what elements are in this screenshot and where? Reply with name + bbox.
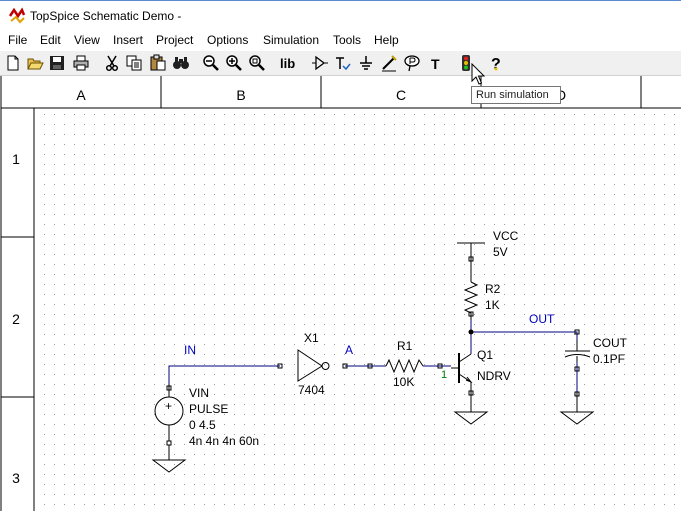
- pin-marker: [574, 366, 580, 372]
- place-component-icon[interactable]: [311, 54, 329, 72]
- frame-row-label: 3: [12, 470, 20, 486]
- pin-marker: [437, 363, 443, 369]
- menu-edit[interactable]: Edit: [40, 33, 61, 47]
- transistor-q1[interactable]: [451, 353, 473, 392]
- inverter-x1[interactable]: [297, 349, 330, 382]
- title-bar: TopSpice Schematic Demo -: [0, 0, 681, 30]
- zoom-fit-icon[interactable]: [248, 54, 266, 72]
- q1-pin-number: 1: [441, 369, 447, 381]
- net-label-a: A: [345, 343, 353, 357]
- mouse-cursor-icon: [471, 63, 486, 85]
- menu-insert[interactable]: Insert: [113, 33, 144, 47]
- drawing-frame: [0, 76, 681, 511]
- cout-name: COUT: [593, 336, 628, 350]
- save-icon[interactable]: [48, 54, 66, 72]
- r1-value: 10K: [393, 375, 414, 389]
- frame-column-label: D: [556, 87, 566, 103]
- svg-text:?: ?: [491, 56, 501, 72]
- menu-bar: File Edit View Insert Project Options Si…: [0, 30, 681, 51]
- paste-icon[interactable]: [149, 54, 167, 72]
- menu-file[interactable]: File: [8, 33, 28, 47]
- pin-marker: [468, 311, 474, 317]
- library-button[interactable]: lib: [280, 56, 296, 71]
- net-label-icon[interactable]: [334, 54, 352, 72]
- frame-row-label: 2: [12, 311, 20, 327]
- net-label-in: IN: [184, 343, 196, 357]
- frame-row-label: 1: [12, 151, 20, 167]
- r1-name: R1: [397, 339, 413, 353]
- print-icon[interactable]: [72, 54, 90, 72]
- zoom-in-icon[interactable]: [225, 54, 243, 72]
- vcc-name: VCC: [493, 229, 519, 243]
- frame-column-label: A: [76, 87, 86, 103]
- open-folder-icon[interactable]: [26, 54, 44, 72]
- vin-plus-sign: +: [165, 399, 172, 413]
- menu-tools[interactable]: Tools: [333, 33, 362, 47]
- q1-name: Q1: [477, 348, 493, 362]
- ground-icon[interactable]: [357, 54, 375, 72]
- menu-view[interactable]: View: [74, 33, 100, 47]
- vin-name: VIN: [189, 386, 209, 400]
- frame-column-label: B: [236, 87, 245, 103]
- tooltip: Run simulation: [471, 86, 561, 104]
- pin-marker: [574, 329, 580, 335]
- ground-symbol[interactable]: [559, 392, 595, 425]
- net-label-out: OUT: [529, 312, 555, 326]
- vcc-value: 5V: [493, 245, 508, 259]
- toolbar: lib T ?: [0, 51, 681, 76]
- copy-icon[interactable]: [125, 54, 143, 72]
- r2-value: 1K: [485, 298, 500, 312]
- pin-marker: [367, 363, 373, 369]
- frame-column-label: C: [396, 87, 406, 103]
- pin-marker: [574, 391, 580, 397]
- pin-marker: [468, 256, 474, 262]
- window-title: TopSpice Schematic Demo -: [30, 9, 182, 23]
- x1-part: 7404: [298, 383, 325, 397]
- menu-help[interactable]: Help: [374, 33, 399, 47]
- app-icon: [8, 7, 26, 24]
- cut-icon[interactable]: [103, 54, 121, 72]
- r2-name: R2: [485, 282, 501, 296]
- ground-symbol[interactable]: [151, 445, 187, 473]
- pin-marker: [277, 363, 283, 369]
- q1-model: NDRV: [477, 369, 511, 383]
- help-icon[interactable]: ?: [487, 54, 505, 72]
- menu-project[interactable]: Project: [156, 33, 194, 47]
- menu-options[interactable]: Options: [207, 33, 249, 47]
- pin-marker: [166, 385, 172, 391]
- draw-wire-icon[interactable]: [380, 54, 398, 72]
- cout-value: 0.1PF: [593, 352, 625, 366]
- new-file-icon[interactable]: [4, 54, 22, 72]
- wires[interactable]: [168, 320, 578, 392]
- probe-icon[interactable]: [403, 54, 421, 72]
- pin-marker: [342, 363, 348, 369]
- menu-simulation[interactable]: Simulation: [263, 33, 320, 47]
- ground-symbol[interactable]: [453, 392, 489, 425]
- resistor-r1[interactable]: [385, 358, 424, 374]
- zoom-out-icon[interactable]: [202, 54, 220, 72]
- junction-dot: [468, 329, 474, 335]
- vin-params-2: 4n 4n 4n 60n: [189, 434, 259, 448]
- vin-type: PULSE: [189, 402, 228, 416]
- capacitor-cout[interactable]: [564, 340, 591, 362]
- find-icon[interactable]: [172, 54, 190, 72]
- run-simulation-icon[interactable]: [457, 54, 475, 72]
- vin-params-1: 0 4.5: [189, 418, 216, 432]
- schematic-canvas[interactable]: A B C D 1 2 3 VCC 5V R2 1K OUT C: [0, 76, 681, 511]
- x1-name: X1: [304, 331, 319, 345]
- insert-text-button[interactable]: T: [431, 56, 440, 72]
